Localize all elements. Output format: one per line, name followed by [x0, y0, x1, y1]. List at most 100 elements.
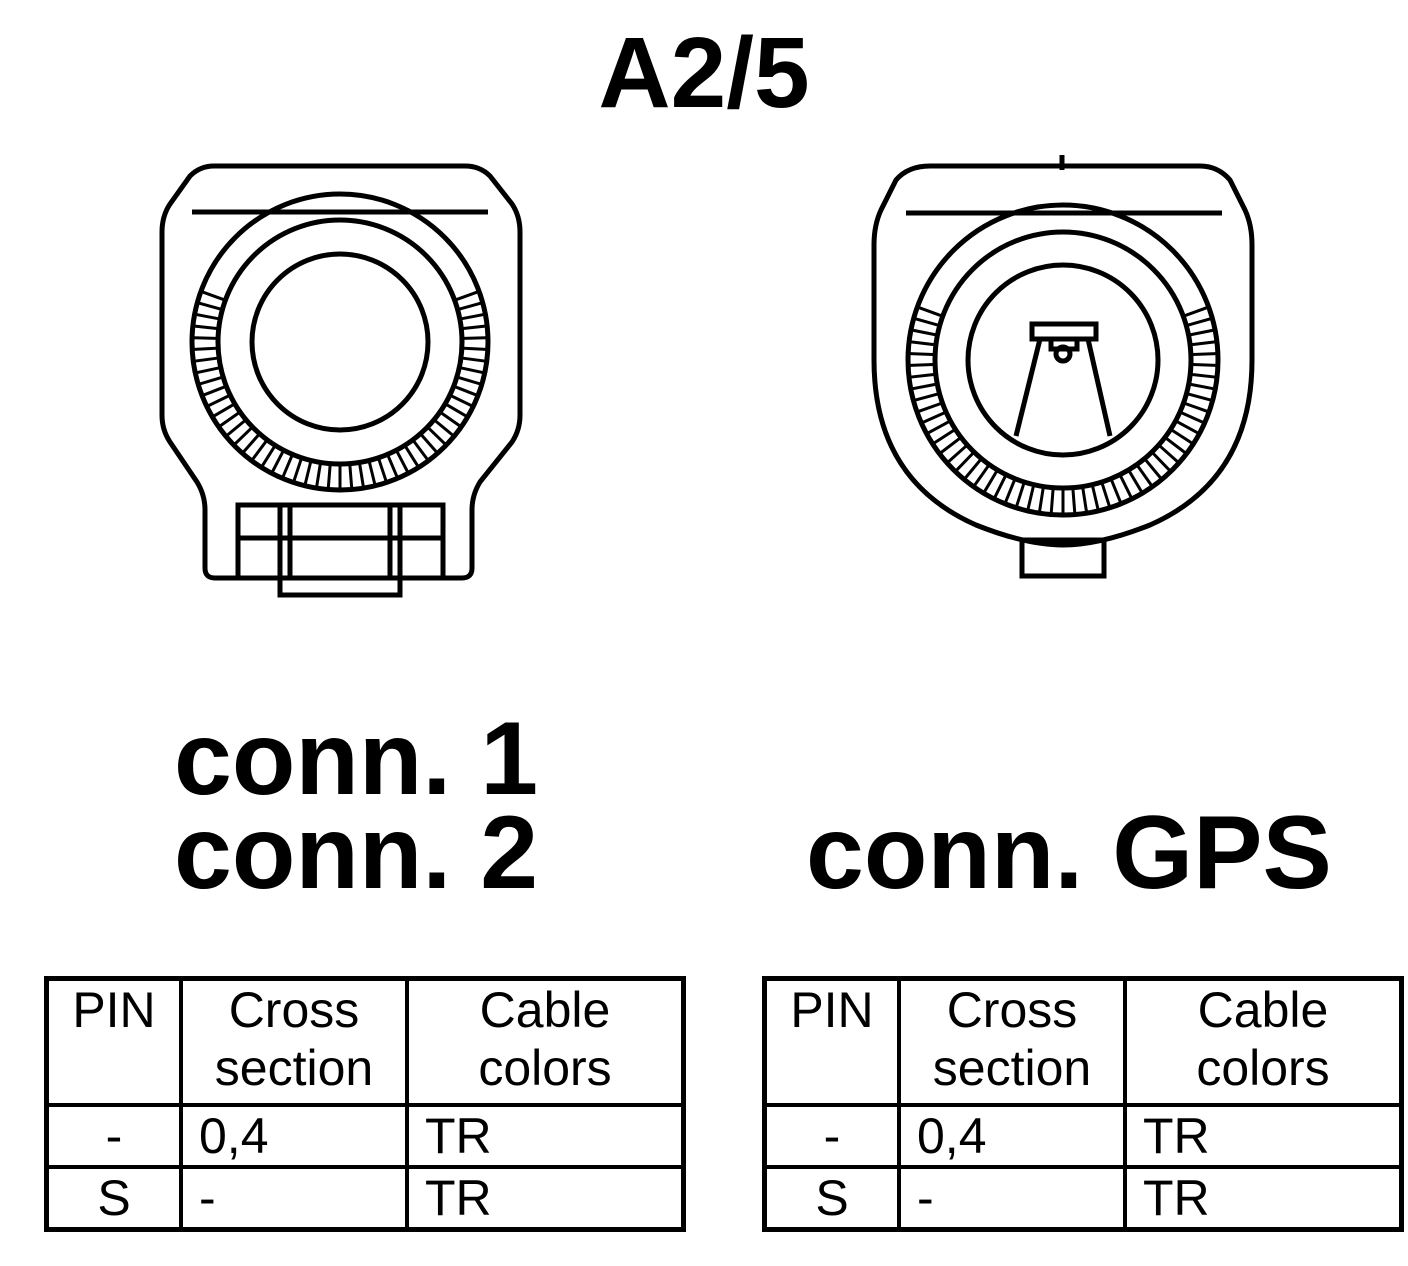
knurl-tick — [395, 451, 409, 473]
knurl-tick — [914, 392, 938, 402]
knurl-tick — [386, 455, 399, 478]
knurl-tick — [1187, 317, 1211, 327]
knurl-tick — [910, 352, 934, 357]
knurl-tick — [1188, 392, 1212, 402]
pin-table-left: PIN Cross section Cable colors - 0,4 TR … — [44, 976, 686, 1232]
knurl-tick — [203, 385, 225, 397]
knurl-tick — [1181, 411, 1204, 424]
knurl-tick — [964, 459, 982, 479]
knurl-tick — [940, 437, 961, 454]
knurl-tick — [434, 419, 454, 437]
knurl-tick — [427, 427, 446, 445]
cell-cable-color: TR — [405, 1103, 686, 1169]
header-color-line1: Cable — [1197, 982, 1329, 1038]
knurl-tick — [368, 462, 377, 485]
knurl-tick — [1184, 306, 1208, 317]
cell-cross-section: 0,4 — [179, 1103, 409, 1169]
cell-cross-section: 0,4 — [897, 1103, 1127, 1169]
knurl-tick — [933, 429, 955, 445]
cell-cross-section: - — [897, 1165, 1127, 1232]
knurl-tick — [404, 446, 419, 467]
knurl-tick — [202, 290, 224, 301]
knurl-tick — [251, 440, 268, 461]
knurl-tick — [242, 434, 260, 453]
knurl-tick — [271, 451, 285, 473]
knurl-tick — [1152, 452, 1171, 472]
knurl-tick — [348, 465, 354, 488]
knurl-tick — [1191, 340, 1216, 347]
diagram-title: A2/5 — [598, 17, 810, 129]
table-row: - 0,4 TR — [762, 1103, 1404, 1169]
knurl-tick — [910, 340, 935, 347]
knurl-tick — [1165, 437, 1186, 454]
cell-pin: - — [762, 1103, 901, 1169]
knurl-tick — [420, 434, 438, 453]
knurl-tick — [1004, 479, 1016, 503]
cell-cable-color: TR — [1123, 1165, 1404, 1232]
knurl-tick — [292, 459, 303, 482]
knurl-tick — [1176, 420, 1199, 435]
knurl-tick — [358, 464, 365, 487]
knurl-tick — [993, 475, 1007, 498]
knurl-tick — [412, 440, 429, 461]
knurl-tick — [1049, 489, 1055, 513]
knurl-tick — [927, 420, 950, 435]
knurl-tick — [1192, 352, 1216, 357]
knurl-tick — [377, 459, 388, 482]
knurl-tick — [1144, 459, 1162, 479]
knurl-tick — [918, 402, 942, 413]
knurl-tick — [194, 346, 217, 351]
knurl-tick — [910, 373, 934, 379]
knurl-tick — [219, 411, 240, 427]
knurl-tick — [947, 445, 967, 463]
knurl-tick — [460, 366, 484, 375]
pin-table-right: PIN Cross section Cable colors - 0,4 TR … — [762, 976, 1404, 1232]
cell-cable-color: TR — [405, 1165, 686, 1232]
knurl-tick — [955, 452, 974, 472]
knurl-tick — [446, 403, 467, 418]
connector-left-label: conn. 1 conn. 2 — [174, 701, 539, 911]
knurl-tick — [196, 366, 220, 375]
connector-left-drawing — [159, 163, 523, 598]
knurl-tick — [194, 336, 217, 340]
knurl-tick — [1128, 470, 1143, 493]
table-row: S - TR — [762, 1165, 1404, 1232]
header-cross-line2: section — [214, 1040, 374, 1096]
header-cable-colors: Cable colors — [405, 976, 686, 1107]
knurl-tick — [315, 464, 322, 487]
table-header-row: PIN Cross section Cable colors — [44, 976, 686, 1107]
header-color-line2: colors — [1196, 1040, 1330, 1096]
header-pin: PIN — [44, 976, 183, 1107]
knurl-tick — [440, 411, 461, 427]
knurl-tick — [1136, 465, 1153, 486]
header-cross-line2: section — [932, 1040, 1092, 1096]
knurl-tick — [303, 462, 312, 485]
knurl-tick — [450, 394, 473, 407]
knurl-tick — [458, 376, 481, 386]
knurl-tick — [195, 356, 218, 363]
knurl-tick — [459, 301, 482, 311]
knurl-tick — [198, 301, 221, 311]
knurl-tick — [463, 324, 486, 330]
knurl-tick — [910, 363, 934, 367]
knurl-tick — [1171, 429, 1193, 445]
knurl-tick — [912, 328, 936, 337]
knurl-tick — [1190, 328, 1214, 337]
knurl-tick — [461, 313, 484, 321]
header-pin: PIN — [762, 976, 901, 1107]
knurl-tick — [1159, 445, 1179, 463]
knurl-tick — [922, 411, 945, 424]
knurl-tick — [1038, 488, 1045, 512]
knurl-tick — [1192, 373, 1216, 379]
conn-1-label: conn. 1 — [174, 701, 539, 817]
conn-2-label: conn. 2 — [174, 795, 539, 911]
knurl-tick — [973, 465, 990, 486]
knurl-tick — [1100, 483, 1111, 507]
knurl-tick — [234, 427, 253, 445]
knurl-tick — [207, 394, 230, 407]
knurl-tick — [915, 317, 939, 327]
knurl-tick — [196, 313, 219, 321]
knurl-tick — [918, 306, 942, 317]
header-color-line2: colors — [478, 1040, 612, 1096]
